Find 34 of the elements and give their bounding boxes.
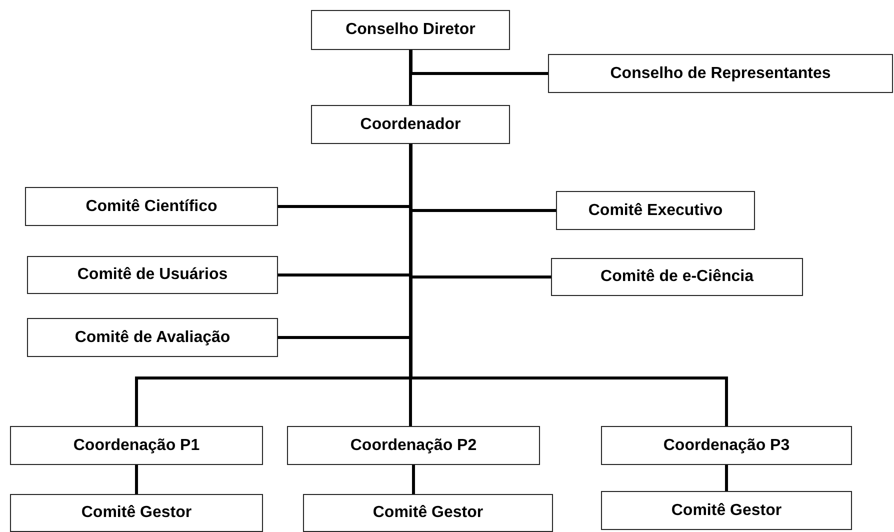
box-label: Comitê de e-Ciência	[600, 268, 754, 286]
box-label: Conselho Diretor	[346, 21, 476, 39]
box-label: Comitê Gestor	[372, 504, 484, 522]
box-label: Comitê de Avaliação	[74, 328, 230, 346]
box-label: Conselho de Representantes	[610, 64, 831, 82]
org-box	[10, 494, 263, 532]
connector-line	[410, 50, 548, 75]
box-label: Comitê Científico	[86, 198, 218, 216]
box-label: Coordenação P2	[350, 436, 477, 454]
org-box	[287, 426, 540, 465]
connector-line	[725, 465, 728, 491]
box-label: Comitê de Usuários	[77, 266, 228, 284]
org-box	[27, 256, 278, 294]
org-box	[548, 54, 893, 93]
box-label: Coordenação P3	[663, 436, 790, 454]
org-box	[551, 258, 803, 296]
box-label: Comitê Executivo	[588, 202, 723, 220]
connector-line	[412, 465, 415, 494]
box-label: Comitê Gestor	[671, 502, 782, 520]
org-box	[601, 426, 852, 465]
connector-line	[409, 144, 412, 426]
org-box	[556, 191, 755, 230]
org-box	[311, 105, 510, 144]
org-box	[601, 491, 852, 530]
connector-line	[409, 50, 412, 105]
org-box	[10, 426, 263, 465]
org-box	[25, 187, 278, 226]
box-label: Coordenador	[360, 116, 461, 134]
org-box	[27, 318, 278, 357]
connector-line	[135, 465, 138, 494]
org-box	[311, 10, 510, 50]
box-label: Comitê Gestor	[81, 504, 192, 522]
org-box	[303, 494, 553, 532]
box-label: Coordenação P1	[73, 436, 200, 454]
